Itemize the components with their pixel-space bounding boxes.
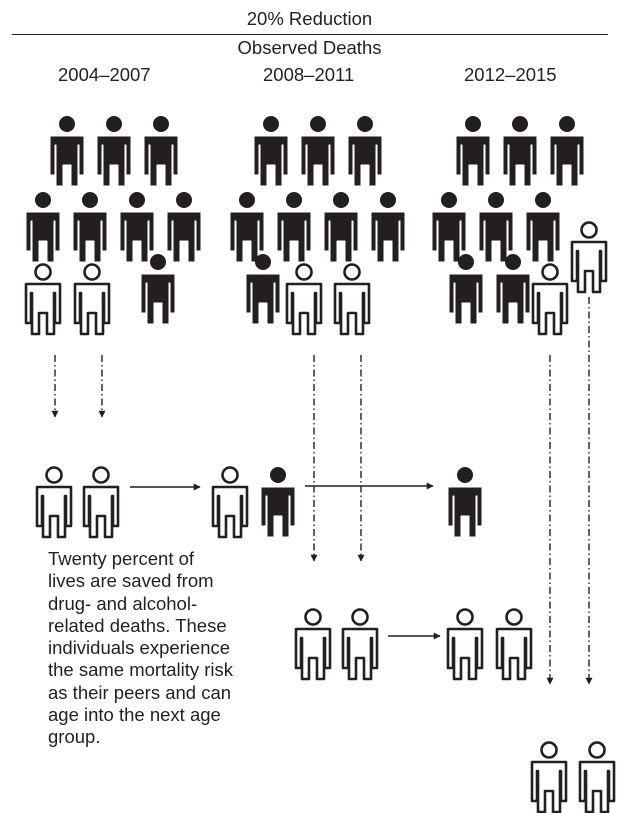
deceased-person-icon [525, 191, 561, 263]
row-four-figures [530, 741, 616, 813]
deceased-person-icon [370, 191, 406, 263]
deceased-person-icon [300, 115, 336, 187]
period-label-2004-2007: 2004–2007 [58, 64, 151, 85]
explanation-caption: Twenty percent of lives are saved from d… [48, 548, 278, 749]
saved-person-icon [341, 608, 379, 681]
saved-person-icon [446, 608, 484, 681]
dash-dot-arrows [51, 297, 593, 685]
deceased-person-icon [140, 253, 176, 325]
deceased-person-icon [276, 191, 312, 263]
deceased-person-icon [495, 253, 531, 325]
saved-person-icon [294, 608, 332, 681]
caption-line: related deaths. These [48, 614, 227, 636]
deceased-person-icon [166, 191, 202, 263]
saved-person-icon [530, 741, 568, 813]
caption-line: group. [48, 726, 101, 748]
deceased-person-icon [478, 191, 514, 263]
deceased-person-icon [549, 115, 585, 187]
title-divider [12, 34, 608, 35]
deceased-person-icon [229, 191, 265, 263]
row-three-figures [294, 608, 533, 681]
caption-line: drug- and alcohol- [48, 592, 198, 614]
saved-person-icon [35, 466, 73, 539]
saved-person-icon [73, 263, 111, 336]
deceased-person-icon [119, 191, 155, 263]
deceased-person-icon [72, 191, 108, 263]
saved-person-icon [578, 741, 616, 813]
saved-person-icon [495, 608, 533, 681]
deceased-person-icon [25, 191, 61, 263]
caption-line: lives are saved from [48, 570, 214, 592]
deceased-person-icon [253, 115, 289, 187]
deceased-person-icon [431, 191, 467, 263]
row-two-figures [35, 466, 483, 539]
saved-person-icon [211, 466, 249, 539]
deceased-person-icon [502, 115, 538, 187]
group-2012-2015 [431, 115, 608, 336]
deceased-person-icon [49, 115, 85, 187]
saved-person-icon [333, 263, 371, 336]
deceased-person-icon [245, 253, 281, 325]
deceased-person-icon [455, 115, 491, 187]
caption-line: the same mortality risk [48, 659, 234, 681]
group-2004-2007 [24, 115, 202, 336]
chart-subtitle: Observed Deaths [237, 37, 382, 58]
saved-person-icon [570, 221, 608, 294]
period-label-2012-2015: 2012–2015 [464, 64, 557, 85]
deceased-person-icon [448, 253, 484, 325]
deceased-person-icon [260, 466, 296, 538]
group-2008-2011 [229, 115, 406, 336]
chart-title: 20% Reduction [246, 8, 373, 29]
deceased-person-icon [347, 115, 383, 187]
period-label-2008-2011: 2008–2011 [263, 64, 355, 85]
deceased-person-icon [323, 191, 359, 263]
horizontal-arrows [130, 482, 441, 640]
caption-line: Twenty percent of [48, 548, 195, 569]
deceased-person-icon [96, 115, 132, 187]
saved-person-icon [285, 263, 323, 336]
saved-person-icon [24, 263, 62, 336]
saved-person-icon [531, 263, 569, 336]
deceased-person-icon [143, 115, 179, 187]
caption-line: individuals experience [48, 637, 231, 659]
deceased-person-icon [447, 466, 483, 538]
caption-line: as their peers and can [48, 681, 232, 703]
caption-line: age into the next age [48, 704, 221, 726]
saved-person-icon [82, 466, 120, 539]
